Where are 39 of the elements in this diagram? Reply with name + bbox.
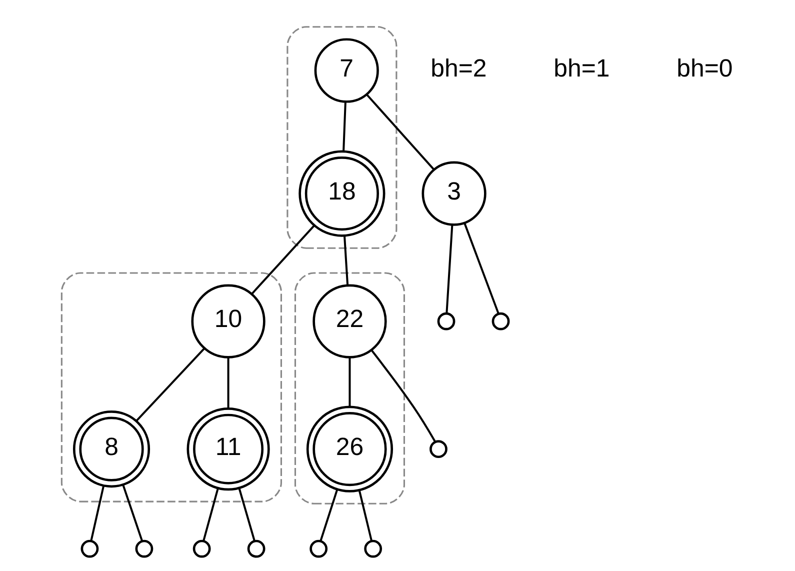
node-circle: 26	[306, 406, 393, 492]
cluster	[294, 272, 404, 504]
connector	[202, 488, 218, 542]
connector	[250, 225, 314, 295]
connector	[366, 94, 434, 170]
connector	[445, 224, 453, 314]
connector	[342, 102, 346, 152]
node-circle	[436, 312, 455, 330]
connector	[226, 358, 229, 409]
node-circle	[429, 440, 447, 458]
connector	[90, 486, 104, 542]
connector	[463, 223, 499, 314]
label: bh=0	[676, 54, 732, 82]
node-circle	[309, 540, 328, 558]
node-circle: 3	[421, 161, 486, 226]
node-circle	[364, 540, 382, 558]
cluster	[286, 26, 397, 249]
connector	[122, 484, 142, 541]
node-circle	[246, 540, 265, 558]
node-circle: 8	[72, 410, 150, 488]
label: bh=2	[430, 54, 486, 82]
node-circle: 22	[312, 284, 386, 358]
connector	[358, 490, 372, 542]
cluster	[60, 272, 282, 502]
node-circle: 18	[298, 150, 385, 237]
connector	[348, 358, 350, 407]
connector	[342, 236, 348, 286]
label: bh=1	[553, 54, 610, 82]
node-circle	[134, 540, 153, 558]
node-circle	[192, 540, 210, 558]
node-circle	[80, 540, 98, 558]
node-circle: 10	[190, 284, 265, 358]
node-circle	[491, 312, 510, 330]
connector	[238, 487, 255, 542]
connector	[135, 348, 204, 422]
connector	[370, 350, 436, 442]
connector	[319, 489, 338, 541]
node-circle: 7	[314, 38, 378, 103]
node-circle: 11	[186, 408, 270, 491]
